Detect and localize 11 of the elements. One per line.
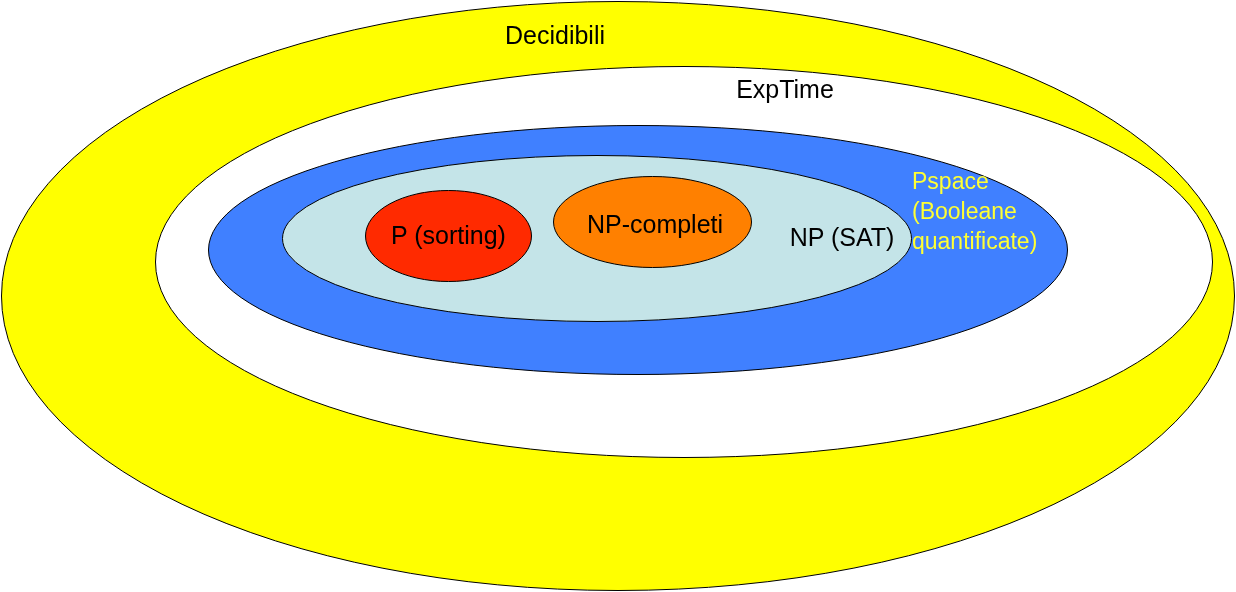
region-label: NP (SAT) <box>788 222 896 252</box>
region-label: ExpTime <box>735 74 835 104</box>
ellipse-region <box>155 66 1213 458</box>
ellipse-region <box>365 190 532 282</box>
ellipse-region <box>553 176 752 268</box>
ellipse-region <box>282 155 912 322</box>
ellipse-region <box>208 125 1068 375</box>
region-label: Decidibili <box>503 20 606 50</box>
region-label: NP-completi <box>585 209 725 239</box>
region-label: Pspace (Booleane quantificate) <box>912 167 1039 256</box>
region-label: P (sorting) <box>390 220 507 250</box>
